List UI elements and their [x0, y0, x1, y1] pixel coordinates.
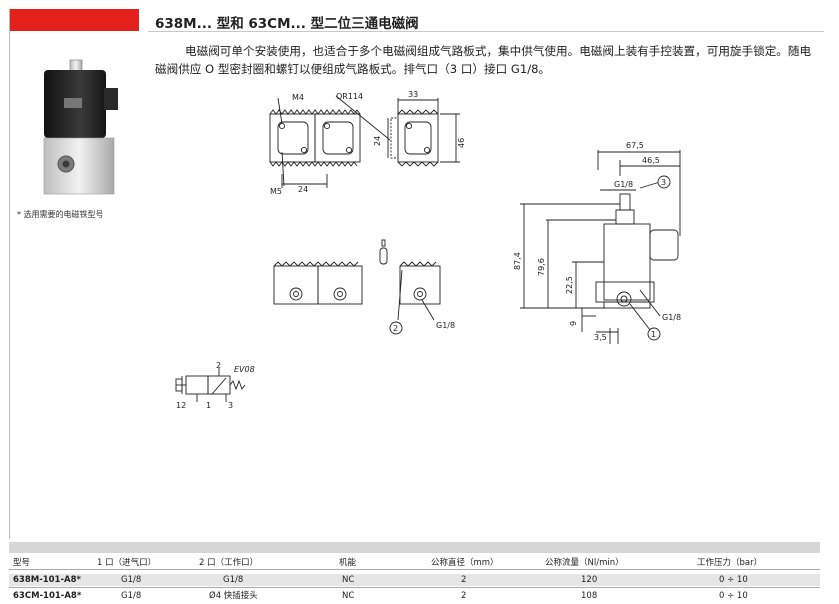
spec-table: 型号 1 口（进气口） 2 口（工作口） 机能 公称直径（mm） 公称流量（Nl…	[9, 542, 820, 604]
cell-diameter: 2	[461, 575, 467, 585]
table-row: 638M-101-A8* G1/8 G1/8 NC 2 120 0 ÷ 10	[9, 574, 820, 586]
dim-87-4: 87,4	[513, 252, 522, 270]
dim-22-5: 22,5	[565, 276, 574, 294]
symbol-port-12: 12	[176, 401, 186, 410]
cell-port1: G1/8	[121, 591, 142, 601]
manifold-top-view-drawing: M4 OR114 33 24 46 M5 24	[269, 90, 466, 196]
dim-33: 33	[408, 90, 418, 99]
valve-side-view-drawing: 67,5 46,5 G1/8 3 87,4 79,6 22,5 G1/8 9 1…	[513, 141, 681, 344]
table-top-band	[9, 542, 820, 553]
dim-46: 46	[457, 138, 466, 148]
footnote: * 选用需要的电磁铁型号	[17, 210, 104, 219]
cell-port2: G1/8	[223, 575, 244, 585]
cell-model: 638M-101-A8*	[13, 575, 81, 585]
manifold-front-view-drawing: 2 G1/8	[273, 239, 455, 335]
dim-9: 9	[569, 321, 578, 326]
page-title: 638M... 型和 63CM... 型二位三通电磁阀	[155, 16, 419, 32]
solenoid-valve-photo	[43, 59, 118, 195]
dim-3-5: 3,5	[594, 333, 607, 342]
callout-2: 2	[393, 324, 398, 333]
cell-port2: Ø4 快插接头	[209, 591, 258, 601]
pneumatic-symbol: 2 EV08 12 1 3	[175, 361, 255, 410]
left-divider	[9, 9, 10, 539]
label-g18-front: G1/8	[436, 321, 455, 330]
dim-24-vertical: 24	[373, 136, 382, 146]
cell-diameter: 2	[461, 591, 467, 601]
dim-46-5: 46,5	[642, 156, 660, 165]
symbol-port-1: 1	[206, 401, 211, 410]
cell-flow: 120	[581, 575, 598, 585]
cell-model: 63CM-101-A8*	[13, 591, 82, 601]
cell-pressure: 0 ÷ 10	[719, 591, 748, 601]
header-cell: 公称流量（Nl/min）	[545, 558, 624, 568]
header-cell: 工作压力（bar）	[697, 558, 763, 568]
header-cell: 2 口（工作口）	[199, 558, 259, 568]
title-divider	[148, 31, 824, 32]
dim-or114: OR114	[336, 92, 363, 101]
red-header-bar	[9, 9, 139, 31]
label-g18-bottom: G1/8	[662, 313, 681, 322]
table-row: 63CM-101-A8* G1/8 Ø4 快插接头 NC 2 108 0 ÷ 1…	[9, 590, 820, 602]
description-paragraph: 电磁阀可单个安装使用，也适合于多个电磁阀组成气路板式，集中供气使用。电磁阀上装有…	[155, 44, 812, 76]
table-divider	[9, 587, 820, 588]
header-cell: 公称直径（mm）	[431, 558, 499, 568]
dim-m5: M5	[270, 187, 282, 196]
cell-pressure: 0 ÷ 10	[719, 575, 748, 585]
dim-m4: M4	[292, 93, 304, 102]
callout-3: 3	[661, 178, 666, 187]
cell-flow: 108	[581, 591, 598, 601]
symbol-ev08: EV08	[234, 365, 255, 374]
header-cell: 型号	[13, 558, 31, 568]
cell-function: NC	[342, 575, 355, 585]
callout-1: 1	[651, 330, 656, 339]
dim-24-horizontal: 24	[298, 185, 308, 194]
dim-67-5: 67,5	[626, 141, 644, 150]
header-cell: 1 口（进气口）	[97, 558, 157, 568]
header-cell: 机能	[339, 558, 357, 568]
symbol-port-3: 3	[228, 401, 233, 410]
dim-79-6: 79,6	[537, 258, 546, 276]
label-g18-top: G1/8	[614, 180, 633, 189]
table-header-row: 型号 1 口（进气口） 2 口（工作口） 机能 公称直径（mm） 公称流量（Nl…	[9, 557, 820, 569]
cell-port1: G1/8	[121, 575, 142, 585]
table-divider	[9, 569, 820, 570]
cell-function: NC	[342, 591, 355, 601]
symbol-port-2: 2	[216, 361, 221, 370]
